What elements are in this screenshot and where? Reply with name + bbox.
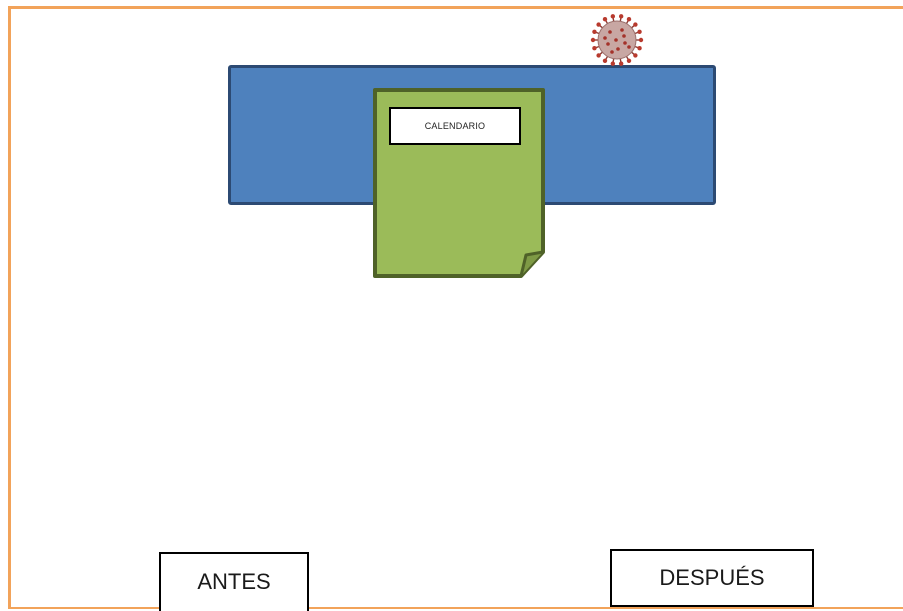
virus-spike-tip <box>626 17 632 22</box>
virus-spike-tip <box>633 22 638 27</box>
virus-surface-dot <box>622 34 626 38</box>
virus-surface-dot <box>608 30 612 34</box>
virus-surface-dot <box>610 50 614 54</box>
virus-spike-tip <box>592 29 597 34</box>
virus-spike-tip <box>596 53 601 58</box>
virus-spike-tip <box>602 17 608 22</box>
virus-spike-tip <box>626 58 632 63</box>
calendar-label: CALENDARIO <box>389 107 521 145</box>
virus-surface-dot <box>606 42 610 46</box>
virus-spike-tip <box>610 61 616 66</box>
orange-frame <box>8 6 903 609</box>
virus-spike-tip <box>618 61 624 66</box>
virus-spike-tip <box>610 14 616 19</box>
coronavirus-icon <box>590 14 644 66</box>
virus-surface-dot <box>614 38 618 42</box>
virus-spike-tip <box>637 29 642 34</box>
virus-surface-texture <box>603 28 631 54</box>
virus-surface-dot <box>623 41 627 45</box>
virus-spike-tip <box>618 14 624 19</box>
virus-surface-dot <box>627 45 631 49</box>
virus-surface-dot <box>620 28 624 32</box>
virus-spike-tip <box>637 46 642 51</box>
note-folded-corner <box>519 250 544 277</box>
virus-surface-dot <box>603 36 607 40</box>
virus-spike-tip <box>638 37 644 43</box>
virus-spike-tip <box>596 22 601 27</box>
before-label[interactable]: ANTES <box>159 552 309 611</box>
virus-spike-tip <box>592 46 597 51</box>
virus-spikes <box>590 14 644 66</box>
virus-spike-tip <box>590 37 596 43</box>
after-label[interactable]: DESPUÉS <box>610 549 814 607</box>
virus-spike-tip <box>633 53 638 58</box>
virus-surface-dot <box>616 47 620 51</box>
virus-spike-tip <box>602 58 608 63</box>
